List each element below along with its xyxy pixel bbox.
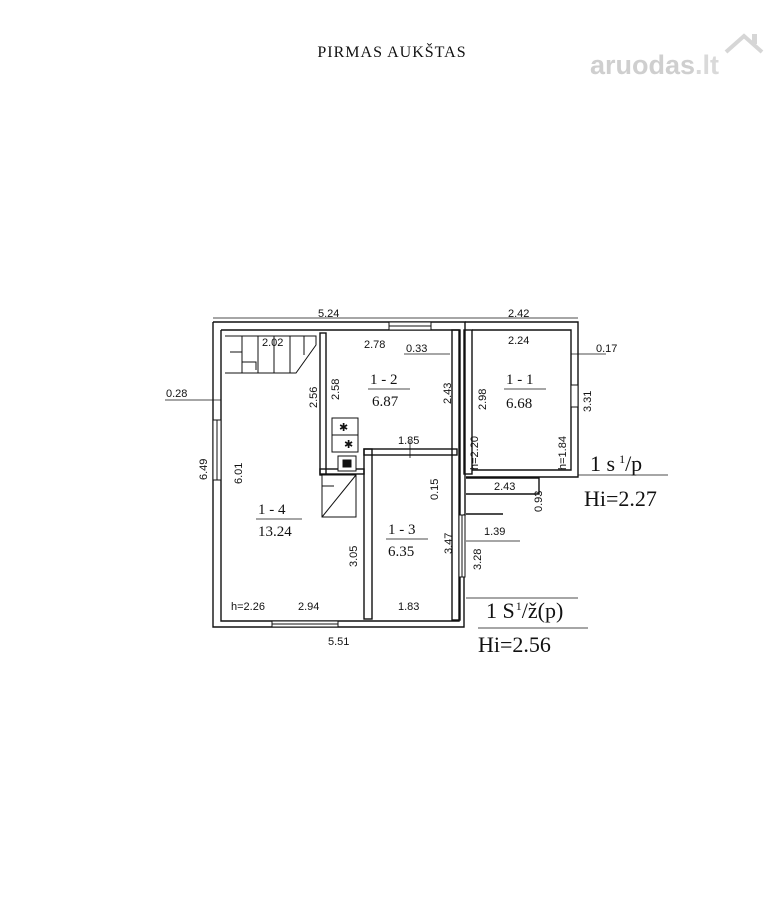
wall-r13-left xyxy=(363,448,373,620)
dim-r14-part-h: 3.05 xyxy=(348,546,360,567)
storey-label-2: 1 S1/ž(p) Hi=2.56 xyxy=(478,598,563,657)
dim-r11-left-h: 2.98 xyxy=(477,389,489,410)
watermark-tld: .lt xyxy=(695,50,720,80)
dim-r12-left-h2: 2.58 xyxy=(330,379,342,400)
room-1-1-id: 1 - 1 xyxy=(506,372,534,388)
dim-r13-h1: 3.47 xyxy=(443,533,455,554)
storey-label-2-code: 1 S1/ž(p) xyxy=(486,598,563,623)
outer-wall-inner xyxy=(220,329,460,622)
dim-corr-h: h=2.20 xyxy=(469,436,481,470)
dim-r12-width: 2.78 xyxy=(364,339,385,351)
dim-r14-outer-height: 6.49 xyxy=(198,459,210,480)
wall-r11-left xyxy=(463,329,473,475)
dim-bottom-width: 5.51 xyxy=(328,636,349,648)
room-1-2-area: 6.87 xyxy=(372,394,399,410)
dim-porch-depth: 0.93 xyxy=(533,491,545,512)
window-r11-right xyxy=(570,384,579,408)
dim-left-wall: 0.28 xyxy=(166,388,187,400)
dim-porch-len: 1.39 xyxy=(484,526,505,538)
room-1-3-area: 6.35 xyxy=(388,544,414,560)
dim-corr-width: 1.85 xyxy=(398,435,419,447)
walls xyxy=(212,321,579,628)
dim-r14-inner-height: 6.01 xyxy=(233,463,245,484)
dim-top-right-width: 2.42 xyxy=(508,308,529,320)
svg-text:✱: ✱ xyxy=(339,422,348,434)
dimension-lines xyxy=(165,317,668,629)
watermark-text: aruodas.lt xyxy=(590,50,719,81)
room-1-2: 1 - 2 6.87 xyxy=(368,372,410,410)
dim-top-left-width: 5.24 xyxy=(318,308,339,320)
room-1-2-id: 1 - 2 xyxy=(370,372,398,388)
dim-r12-left-h1: 2.56 xyxy=(308,387,320,408)
room-1-4-area: 13.24 xyxy=(258,524,292,540)
watermark-brand: aruodas xyxy=(590,50,696,80)
windows xyxy=(212,321,579,628)
dim-r11-h: h=1.84 xyxy=(557,436,569,470)
dim-r12-opening: 0.33 xyxy=(406,343,427,355)
storey-label-2-height: Hi=2.56 xyxy=(478,632,551,657)
dim-corr-step: 0.15 xyxy=(429,479,441,500)
page-title: PIRMAS AUKŠTAS xyxy=(317,44,467,61)
dim-r13-h2: 3.28 xyxy=(472,549,484,570)
wall-r13-right xyxy=(451,329,461,621)
room-1-1-area: 6.68 xyxy=(506,396,532,412)
room-1-1: 1 - 1 6.68 xyxy=(504,372,546,412)
room-1-3-id: 1 - 3 xyxy=(388,522,416,538)
dim-stair-width: 2.02 xyxy=(262,337,283,349)
dim-r11-width: 2.24 xyxy=(508,335,529,347)
house-roof-icon xyxy=(724,33,764,54)
dim-r13-bottom: 1.83 xyxy=(398,601,419,613)
room-1-4: 1 - 4 13.24 xyxy=(256,502,302,540)
dim-r11-right-h: 3.31 xyxy=(582,391,594,412)
storey-label-1-height: Hi=2.27 xyxy=(584,486,657,511)
svg-text:✱: ✱ xyxy=(344,439,353,451)
dim-r12-right-h: 2.43 xyxy=(442,383,454,404)
room-1-4-id: 1 - 4 xyxy=(258,502,286,518)
dim-r11-wall: 0.17 xyxy=(596,343,617,355)
dim-r14-bottom: 2.94 xyxy=(298,601,319,613)
room-1-3: 1 - 3 6.35 xyxy=(386,522,428,560)
wall-corridor-top xyxy=(363,448,458,456)
dim-porch-width: 2.43 xyxy=(494,481,515,493)
appliances: ✱ ✱ xyxy=(321,417,359,518)
wall-r12-left xyxy=(319,332,327,476)
porch-outline xyxy=(466,477,540,495)
dim-r14-h: h=2.26 xyxy=(231,601,265,613)
stairs xyxy=(225,335,317,374)
